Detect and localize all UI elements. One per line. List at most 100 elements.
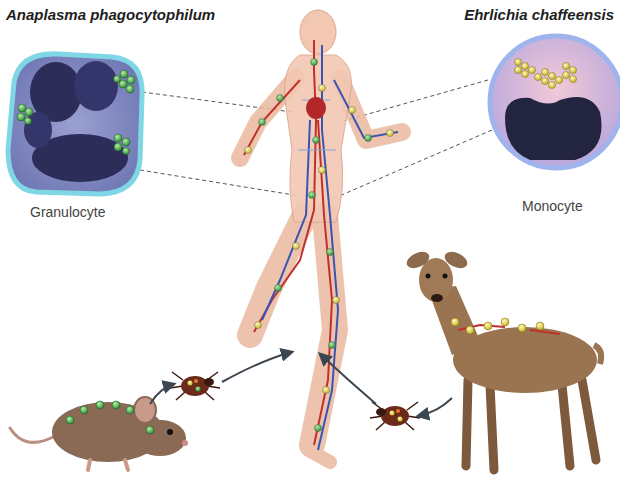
human-figure — [240, 10, 402, 462]
bacterium — [563, 72, 570, 79]
cell-label: Monocyte — [522, 198, 583, 214]
blood-vessels — [244, 40, 398, 450]
head — [134, 420, 186, 456]
arrow — [150, 384, 174, 404]
bacterium — [518, 324, 526, 332]
bacterium — [122, 138, 130, 146]
cell-membrane — [490, 36, 620, 168]
deer — [404, 249, 601, 470]
bacterium — [542, 69, 549, 76]
monocyte-cell — [490, 36, 620, 168]
bacterium — [313, 137, 320, 144]
morula — [563, 63, 577, 83]
bacterium — [315, 425, 322, 432]
bacterium — [501, 318, 509, 326]
bacterium — [549, 73, 556, 80]
bacteria — [451, 318, 544, 334]
bacterium — [245, 147, 252, 154]
bacterium — [194, 379, 198, 383]
tail — [594, 345, 601, 364]
bacterium — [112, 401, 120, 409]
tick — [370, 402, 420, 430]
tail — [10, 428, 55, 442]
bacterium — [196, 387, 201, 392]
nucleus-lobe — [24, 112, 52, 148]
bacterium — [563, 63, 570, 70]
ear — [404, 249, 432, 272]
arrow — [320, 354, 376, 404]
label-slot: Granulocyte — [30, 204, 105, 220]
bacterium — [277, 95, 284, 102]
bacterium — [536, 322, 544, 330]
label-slot: Anaplasma phagocytophilum — [6, 6, 215, 23]
bacterium — [259, 119, 266, 126]
bacterium — [451, 318, 459, 326]
bacterium — [188, 381, 193, 386]
leader-line — [140, 170, 300, 196]
artery — [244, 80, 300, 155]
bacterium — [319, 167, 326, 174]
bacterium — [146, 426, 154, 434]
neck — [428, 286, 482, 355]
bacterium — [349, 107, 356, 114]
artery — [254, 40, 316, 332]
bacterium — [309, 192, 316, 199]
morula — [114, 70, 136, 93]
leg — [466, 380, 468, 466]
artery — [314, 120, 332, 445]
cell-membrane — [8, 54, 142, 194]
deer-legs — [466, 380, 596, 470]
eye — [426, 274, 431, 279]
bacterium — [522, 71, 529, 78]
tick — [170, 372, 220, 400]
mouse — [10, 397, 188, 470]
bacterium — [535, 74, 542, 81]
bacterium — [127, 76, 135, 84]
label-slot: Monocyte — [522, 198, 583, 214]
arrow — [418, 398, 452, 416]
bacterium — [25, 108, 33, 116]
tick-legs — [170, 372, 220, 400]
leg — [312, 215, 335, 445]
bacterium — [515, 59, 522, 66]
bacterium — [570, 76, 577, 83]
tick-body — [381, 406, 409, 426]
arrow — [222, 352, 292, 382]
bacterium — [329, 342, 336, 349]
tick-head — [204, 378, 214, 386]
nose — [182, 440, 188, 446]
leader-line — [330, 130, 492, 200]
legs — [370, 402, 420, 430]
bacterium — [387, 130, 394, 137]
granulocyte-cell — [8, 54, 142, 194]
bacterium — [515, 67, 522, 74]
leg — [250, 215, 305, 335]
bacterium — [96, 401, 104, 409]
bacterium — [319, 85, 326, 92]
nucleus-lobe — [74, 61, 118, 111]
bacterium — [17, 113, 25, 121]
bacterium — [466, 326, 474, 334]
bacterium — [549, 82, 556, 89]
bacterium — [365, 135, 372, 142]
bacterium — [114, 134, 122, 142]
cell-label: Granulocyte — [30, 204, 105, 220]
bacterium — [66, 416, 74, 424]
nose — [431, 294, 443, 302]
torso — [285, 55, 352, 222]
bacterium — [327, 249, 334, 256]
ear — [442, 249, 470, 272]
bacterium — [18, 104, 26, 112]
label-slot: Ehrlichia chaffeensis — [464, 6, 614, 23]
leg — [582, 380, 596, 460]
eye — [167, 429, 173, 435]
bacterium — [80, 406, 88, 414]
morula — [515, 59, 536, 78]
bacterium — [323, 387, 330, 394]
vein — [334, 80, 398, 138]
bacterium — [484, 322, 492, 330]
bacterium — [120, 70, 128, 78]
bacterium — [293, 243, 300, 250]
